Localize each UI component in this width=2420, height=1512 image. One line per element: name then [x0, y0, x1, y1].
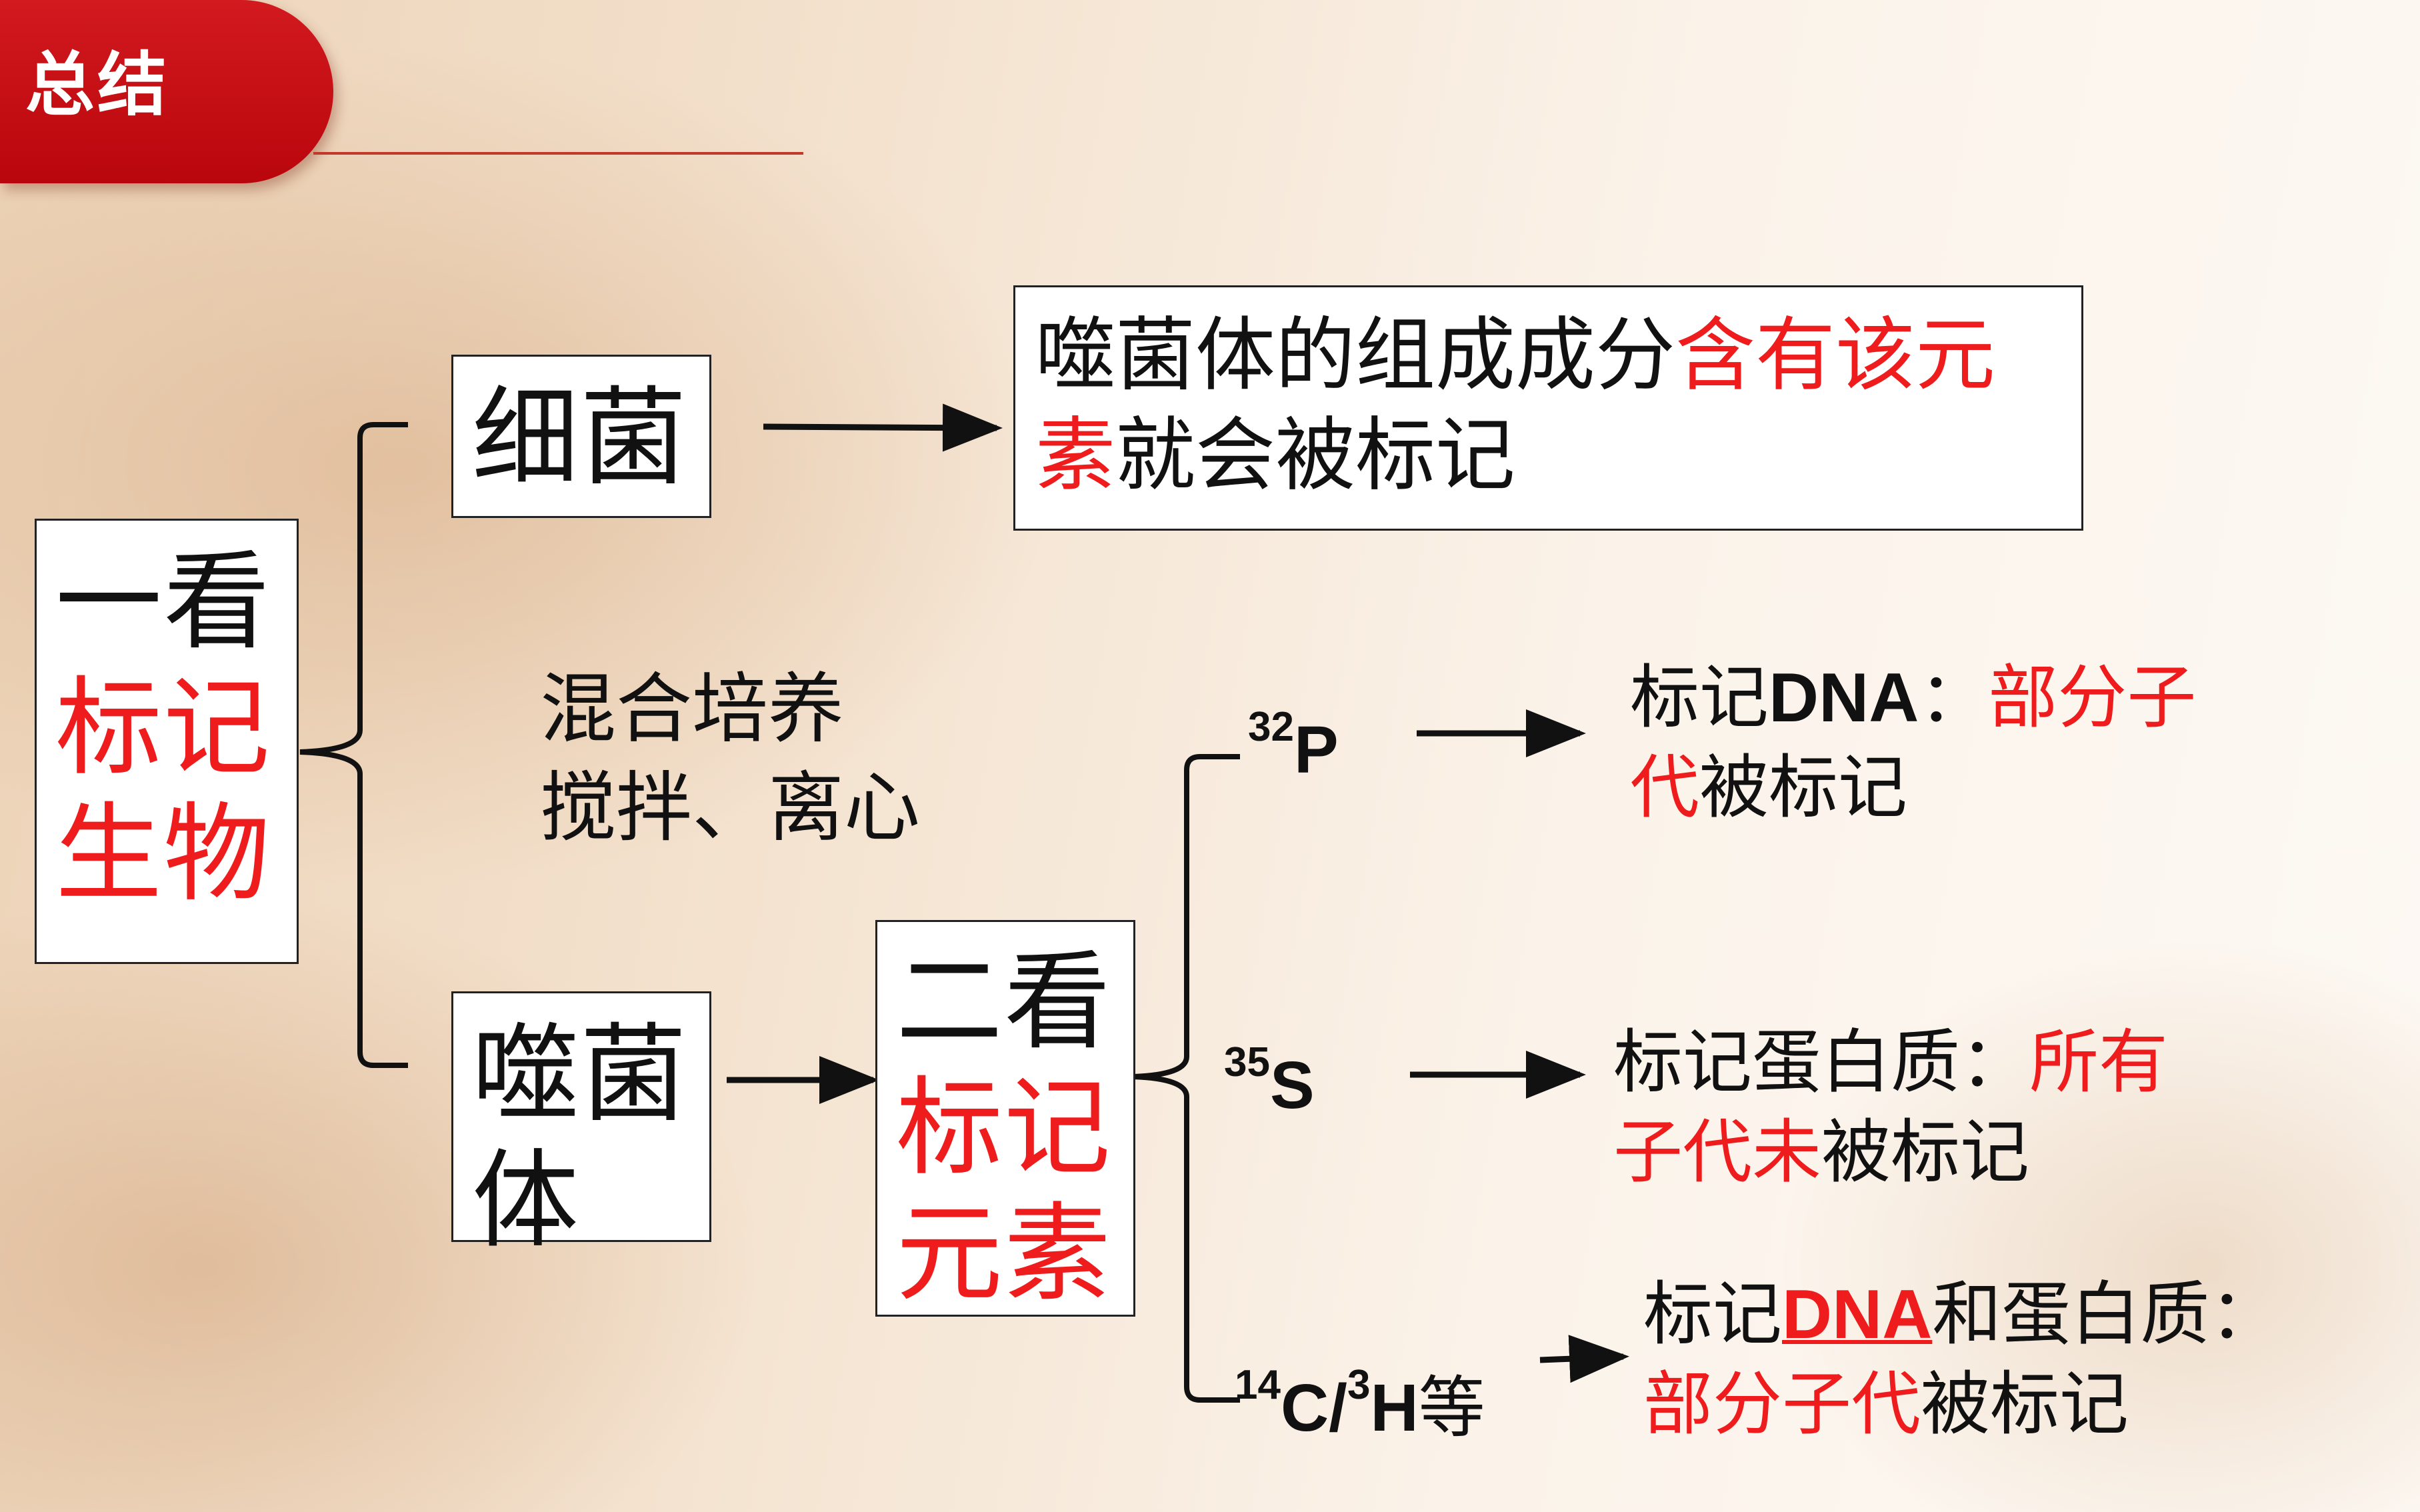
process-line1: 混合培养 [540, 665, 845, 753]
result-s-d: 被标记 [1821, 1114, 2030, 1192]
result-p: 标记DNA：部分子代被标记 [1630, 653, 2196, 833]
isotope-ch-suffix: 等 [1418, 1369, 1485, 1447]
result-bacteria-box: 噬菌体的组成成分含有该元素就会被标记 [1013, 285, 2083, 531]
result-s-b: 所有 [2029, 1024, 2169, 1101]
result-ch-c: 和蛋白质： [1932, 1276, 2279, 1353]
bacteria-label: 细菌 [472, 375, 689, 500]
isotope-c-mass: 14 [1235, 1362, 1281, 1408]
result-ch-dna: DNA [1782, 1276, 1933, 1353]
result-ch-e: 被标记 [1921, 1366, 2129, 1444]
second-line2: 标记 [896, 1065, 1113, 1190]
second-line1: 二看 [896, 939, 1113, 1064]
left-box: 一看 标记 生物 [35, 519, 299, 964]
result-ch-d: 部分子代 [1643, 1366, 1921, 1444]
process-line2: 搅拌、离心 [540, 763, 921, 853]
result-s-c: 子代未 [1613, 1114, 1822, 1192]
result-bacteria-part1: 噬菌体的组成成分 [1035, 309, 1675, 402]
result-p-a: 标记 [1630, 659, 1769, 737]
left-line1: 一看 [55, 539, 272, 664]
process-text: 混合培养 搅拌、离心 [540, 660, 920, 857]
isotope-s-mass: 35 [1224, 1039, 1270, 1085]
brace-left [299, 422, 408, 1068]
arrow-ch [1539, 1335, 1629, 1383]
isotope-h-symbol: H [1370, 1371, 1419, 1445]
result-p-colon: ： [1919, 659, 1989, 737]
result-p-d: 部分子 [1988, 659, 2197, 737]
result-ch: 标记DNA和蛋白质：部分子代被标记 [1643, 1270, 2279, 1450]
result-p-f: 被标记 [1699, 749, 1908, 827]
result-s: 标记蛋白质：所有子代未被标记 [1613, 1018, 2168, 1198]
isotope-h-mass: 3 [1347, 1362, 1371, 1408]
isotope-c-symbol: C/ [1280, 1371, 1347, 1445]
result-ch-a: 标记 [1643, 1276, 1783, 1353]
page-title: 总结 [25, 44, 170, 125]
result-p-e: 代 [1630, 749, 1700, 827]
title-tab [0, 0, 333, 183]
isotope-s-symbol: S [1269, 1048, 1315, 1123]
left-line2: 标记 [55, 665, 272, 790]
second-line3: 元素 [896, 1191, 1113, 1316]
phage-line1: 噬菌 [472, 1012, 689, 1137]
arrow-bacteria [763, 403, 1003, 452]
title-rule [313, 152, 803, 155]
isotope-s: 35S [1224, 1039, 1315, 1124]
result-bacteria-part3: 素 [1035, 409, 1115, 502]
left-line3: 生物 [55, 791, 272, 916]
result-bacteria-part4: 就会被标记 [1115, 409, 1515, 502]
phage-line2: 体 [472, 1137, 581, 1263]
phage-box: 噬菌 体 [451, 991, 711, 1263]
result-bacteria-part2: 含有该元 [1675, 309, 1995, 402]
isotope-ch: 14C/3H等 [1235, 1353, 1485, 1450]
bacteria-box: 细菌 [451, 355, 711, 518]
result-s-a: 标记蛋白质： [1613, 1024, 2030, 1101]
isotope-p-symbol: P [1293, 713, 1339, 787]
result-bacteria-text: 噬菌体的组成成分含有该元素就会被标记 [1035, 306, 2075, 506]
result-p-dna: DNA [1769, 659, 1919, 737]
isotope-p: 32P [1248, 703, 1339, 789]
isotope-p-mass: 32 [1248, 704, 1294, 750]
second-box: 二看 标记 元素 [875, 920, 1135, 1317]
